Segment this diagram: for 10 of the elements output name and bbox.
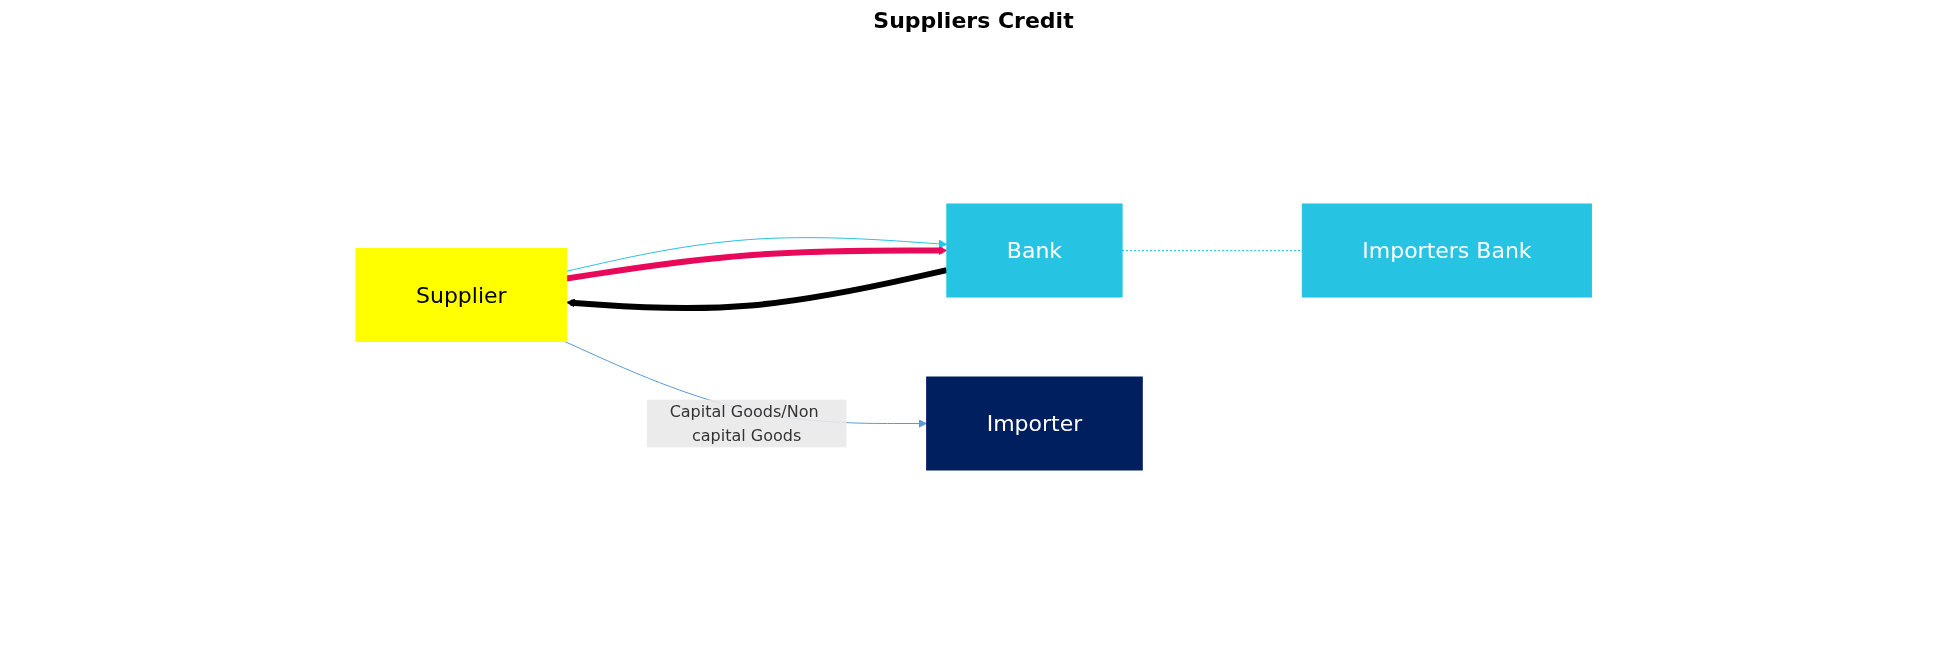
connector	[1121, 250, 1303, 251]
node-box: Bank	[946, 203, 1123, 298]
arrow	[565, 237, 947, 272]
node-box: Supplier	[355, 248, 567, 342]
edge-label: Capital Goods/Non capital Goods	[669, 401, 819, 445]
node-box: Importers Bank	[1301, 203, 1592, 298]
node-box: Importer	[925, 376, 1143, 471]
arrow	[565, 267, 948, 312]
arrow	[565, 246, 947, 282]
diagram-title: Suppliers Credit	[872, 8, 1075, 33]
